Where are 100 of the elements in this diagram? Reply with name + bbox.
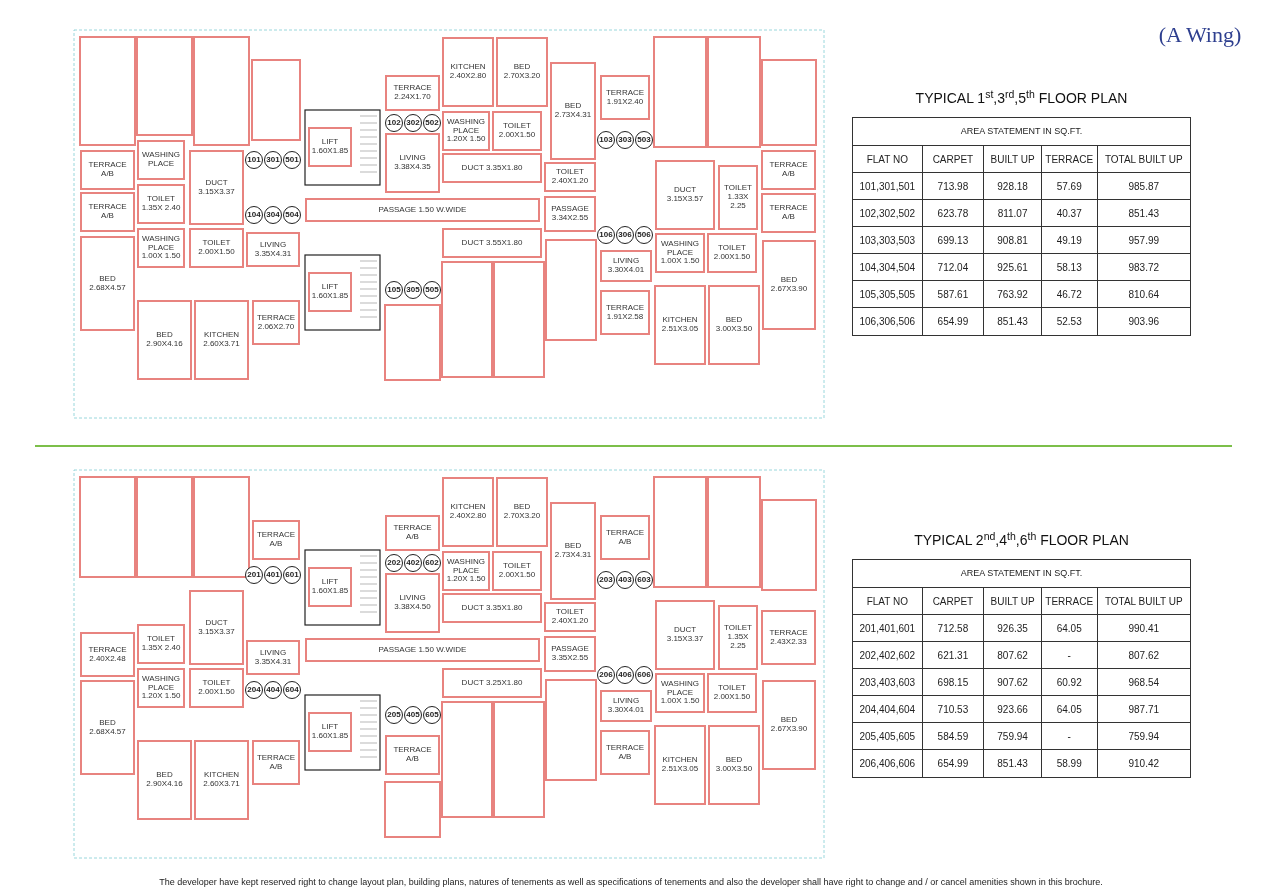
room-box <box>80 680 135 775</box>
room-label: WASHING PLACE 1.00X 1.50 <box>141 234 181 262</box>
flat-number: 404 <box>264 681 282 699</box>
room-box <box>252 520 300 560</box>
table-cell: 58.99 <box>1041 750 1098 777</box>
room-label: TERRACE 1.91X2.58 <box>604 303 646 322</box>
table-cell: 57.69 <box>1041 173 1098 199</box>
room-box <box>246 640 300 675</box>
room-label: WASHING PLACE 1.20X 1.50 <box>446 117 486 145</box>
table-cell: 202,402,602 <box>853 642 923 668</box>
column-header: CARPET <box>922 588 985 614</box>
room-label: DUCT 3.15X3.57 <box>665 186 705 204</box>
room-label: TERRACE 2.40X2.48 <box>87 645 128 664</box>
room-label: DUCT 3.35X1.80 <box>461 163 523 173</box>
room-label: WASHING PLACE 1.00X 1.50 <box>659 239 701 267</box>
room-box <box>492 551 542 591</box>
plan-heading: TYPICAL 1$^{st}$,3$^{rd}$,5$^{th}$ FLOOR PLAN <box>914 88 1129 108</box>
room-box <box>600 75 650 120</box>
table-cell-text: 759.94 <box>1127 729 1161 744</box>
flat-number: 602 <box>423 554 441 572</box>
table-cell-text: 807.62 <box>1127 648 1161 663</box>
table-cell: 60.92 <box>1041 669 1098 695</box>
table-cell: - <box>1041 642 1098 668</box>
room-label: WASHING PLACE <box>141 151 181 169</box>
table-cell: 712.04 <box>922 254 985 280</box>
table-cell-text: 851.43 <box>1127 206 1161 221</box>
table-cell: 587.61 <box>922 281 985 307</box>
room-box <box>189 668 244 708</box>
table-cell: 58.13 <box>1041 254 1098 280</box>
table-cell: 654.99 <box>922 750 985 777</box>
table-cell: 40.37 <box>1041 200 1098 226</box>
table-cell: 926.35 <box>984 615 1042 641</box>
room-label: KITCHEN 2.40X2.80 <box>448 63 488 81</box>
room-box <box>137 740 192 820</box>
flat-number: 204 <box>245 681 263 699</box>
table-cell: 698.15 <box>922 669 985 695</box>
room-label: LIFT 1.60X1.85 <box>311 723 349 741</box>
room-label: LIVING 3.38X4.35 <box>393 154 432 172</box>
table-cell: 104,304,504 <box>853 254 923 280</box>
room-box <box>655 600 715 670</box>
flat-number: 305 <box>404 281 422 299</box>
room-label: TOILET 2.00X1.50 <box>497 122 537 140</box>
table-cell-text: 990.41 <box>1127 621 1161 636</box>
room-label: LIFT 1.60X1.85 <box>311 578 349 596</box>
table-cell: 64.05 <box>1041 696 1098 722</box>
room-label: BED 2.70X3.20 <box>502 503 542 521</box>
room-box <box>707 673 757 713</box>
table-cell: 928.18 <box>984 173 1042 199</box>
table-cell: 206,406,606 <box>853 750 923 777</box>
table-cell: 713.98 <box>922 173 985 199</box>
room-box <box>761 610 816 665</box>
room-box <box>80 150 135 190</box>
flat-number: 302 <box>404 114 422 132</box>
room-label: LIVING 3.35X4.31 <box>253 648 293 667</box>
flat-number: 303 <box>616 131 634 149</box>
table-cell: 103,303,503 <box>853 227 923 253</box>
flat-number: 101 <box>245 151 263 169</box>
room-label: TOILET 2.00X1.50 <box>712 244 752 262</box>
flat-number: 601 <box>283 566 301 584</box>
table-cell: 106,306,506 <box>853 308 923 335</box>
room-box <box>718 165 758 230</box>
room-box <box>600 690 652 722</box>
room-label: LIFT 1.60X1.85 <box>311 138 349 156</box>
room-box <box>385 735 440 775</box>
room-label: TERRACE A/B <box>87 203 128 221</box>
room-label: KITCHEN 2.51X3.05 <box>660 756 700 774</box>
room-box <box>550 502 596 600</box>
table-cell: 712.58 <box>922 615 985 641</box>
column-header: BUILT UP <box>984 146 1042 172</box>
column-header: TOTAL BUILT UP <box>1103 152 1184 167</box>
room-label: BED 2.67X3.90 <box>769 716 809 734</box>
room-box <box>385 573 440 633</box>
column-header: FLAT NO <box>853 146 923 172</box>
room-label: BED 2.70X3.20 <box>502 63 542 81</box>
room-box <box>762 680 816 770</box>
table-cell: 201,401,601 <box>853 615 923 641</box>
room-label: TERRACE A/B <box>392 524 433 542</box>
room-label: TERRACE A/B <box>256 531 296 549</box>
room-label: TERRACE A/B <box>604 528 646 547</box>
table-cell: 908.81 <box>984 227 1042 253</box>
room-label: BED 3.00X3.50 <box>714 316 754 334</box>
room-label: DUCT 3.35X1.80 <box>461 603 523 613</box>
room-label: TERRACE A/B <box>87 161 128 179</box>
flat-number: 203 <box>597 571 615 589</box>
flat-number: 301 <box>264 151 282 169</box>
room-box <box>442 228 542 258</box>
room-box <box>246 232 300 267</box>
room-box <box>496 37 548 107</box>
table-cell: 101,301,501 <box>853 173 923 199</box>
table-cell-text: 983.72 <box>1127 260 1161 275</box>
table-cell-text: 903.96 <box>1127 315 1161 329</box>
column-header: FLAT NO <box>853 588 923 614</box>
room-box <box>550 62 596 160</box>
room-box <box>80 632 135 677</box>
room-label: WASHING PLACE 1.20X 1.50 <box>446 557 486 585</box>
table-cell: 203,403,603 <box>853 669 923 695</box>
room-label: TERRACE A/B <box>768 161 809 179</box>
room-box <box>544 636 596 672</box>
disclaimer-note: The developer have kept reserved right to change layout plan, building plans, natures of tenements as well as specifications of tenements and also the developer shall have right to change and / or cancel amenities shown in this brochure. <box>158 876 1104 889</box>
table-cell-text: 985.87 <box>1127 179 1161 194</box>
